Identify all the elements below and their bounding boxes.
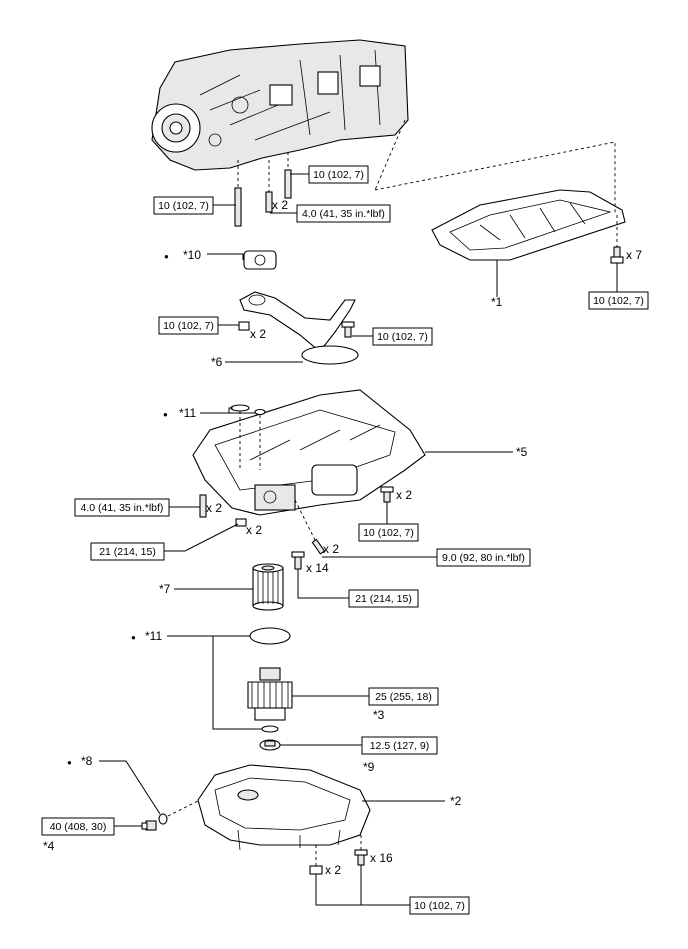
bullet-marker: ● — [163, 410, 168, 419]
torque-spec-15: 40 (408, 30) — [41, 817, 115, 836]
oil-pan-sub-assembly — [192, 389, 426, 516]
callout-5: *5 — [516, 445, 528, 459]
svg-text:10 (102, 7): 10 (102, 7) — [363, 527, 414, 539]
torque-spec-2: 10 (102, 7) — [308, 165, 369, 184]
svg-text:10 (102, 7): 10 (102, 7) — [313, 169, 364, 181]
svg-text:10 (102, 7): 10 (102, 7) — [593, 295, 644, 307]
callout-3: *3 — [373, 708, 385, 722]
qty-label: x 2 — [250, 327, 266, 341]
qty-label: x 2 — [272, 198, 288, 212]
oil-strainer — [239, 291, 359, 365]
oil-pan-baffle-plate — [431, 189, 626, 261]
torque-spec-10: 21 (214, 15) — [90, 542, 165, 561]
oil-filter-cap — [247, 667, 293, 721]
callout-2: *2 — [450, 794, 462, 808]
torque-spec-6: 10 (102, 7) — [372, 327, 433, 346]
qty-label: x 2 — [246, 523, 262, 537]
callout-9: *9 — [363, 760, 375, 774]
callout-11-top: *11 — [179, 406, 196, 420]
callout-1: *1 — [491, 295, 503, 309]
svg-text:21 (214, 15): 21 (214, 15) — [355, 593, 412, 605]
svg-text:10 (102, 7): 10 (102, 7) — [377, 331, 428, 343]
svg-text:4.0 (41, 35 in.*lbf): 4.0 (41, 35 in.*lbf) — [302, 208, 385, 220]
qty-label: x 7 — [626, 248, 642, 262]
svg-text:10 (102, 7): 10 (102, 7) — [163, 320, 214, 332]
svg-text:10 (102, 7): 10 (102, 7) — [158, 200, 209, 212]
callout-11-bottom: *11 — [145, 629, 162, 643]
qty-label: x 16 — [370, 851, 393, 865]
svg-text:21 (214, 15): 21 (214, 15) — [99, 546, 156, 558]
qty-label: x 2 — [323, 542, 339, 556]
callout-7: *7 — [159, 582, 171, 596]
torque-spec-1: 10 (102, 7) — [153, 196, 214, 215]
svg-text:40 (408, 30): 40 (408, 30) — [50, 821, 107, 833]
bullet-marker: ● — [164, 252, 169, 261]
bullet-marker: ● — [67, 758, 72, 767]
torque-spec-9: 10 (102, 7) — [358, 523, 419, 542]
callout-10: *10 — [183, 248, 201, 262]
torque-spec-4: 10 (102, 7) — [588, 291, 649, 310]
oil-pan-no2 — [197, 764, 371, 851]
torque-spec-13: 25 (255, 18) — [368, 687, 439, 706]
qty-label: x 2 — [325, 863, 341, 877]
callout-6: *6 — [211, 355, 223, 369]
callout-4: *4 — [43, 839, 55, 853]
torque-spec-5: 10 (102, 7) — [158, 316, 219, 335]
qty-label: x 2 — [206, 501, 222, 515]
engine-block-illustration — [151, 39, 409, 171]
qty-label: x 14 — [306, 561, 329, 575]
torque-spec-8: 4.0 (41, 35 in.*lbf) — [74, 498, 170, 517]
qty-label: x 2 — [396, 488, 412, 502]
svg-text:10 (102, 7): 10 (102, 7) — [414, 900, 465, 912]
torque-spec-16: 10 (102, 7) — [409, 896, 470, 915]
torque-spec-11: 9.0 (92, 80 in.*lbf) — [436, 548, 531, 567]
torque-spec-3: 4.0 (41, 35 in.*lbf) — [296, 204, 391, 223]
callout-8: *8 — [81, 754, 93, 768]
svg-text:12.5 (127, 9): 12.5 (127, 9) — [370, 740, 430, 752]
torque-spec-12: 21 (214, 15) — [348, 589, 419, 608]
svg-text:9.0 (92, 80 in.*lbf): 9.0 (92, 80 in.*lbf) — [442, 552, 525, 564]
bullet-marker: ● — [131, 633, 136, 642]
svg-text:4.0 (41, 35 in.*lbf): 4.0 (41, 35 in.*lbf) — [81, 502, 164, 514]
torque-spec-14: 12.5 (127, 9) — [361, 736, 438, 755]
stud-bolt — [234, 152, 292, 227]
svg-text:25 (255, 18): 25 (255, 18) — [375, 691, 432, 703]
oil-filter-element — [252, 563, 284, 611]
